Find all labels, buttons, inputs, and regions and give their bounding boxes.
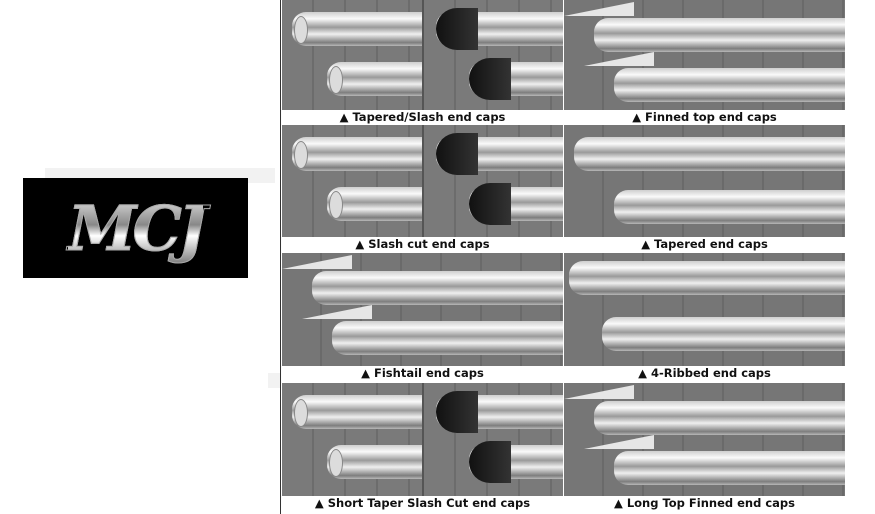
exhaust-pipe: [332, 321, 563, 355]
pipe-opening: [294, 16, 308, 44]
photo-right: [424, 383, 563, 496]
exhaust-pipe: [436, 391, 563, 433]
pipe-opening: [329, 191, 343, 219]
end-cap-caption: ▲ Tapered end caps: [564, 237, 845, 252]
end-cap-caption: ▲ Finned top end caps: [564, 110, 845, 125]
photo-left: [282, 383, 424, 496]
exhaust-pipe: [292, 12, 422, 46]
fin: [584, 435, 654, 449]
exhaust-pipe: [602, 317, 845, 351]
fin: [564, 385, 634, 399]
end-cap-caption: ▲ Tapered/Slash end caps: [282, 110, 563, 125]
end-cap-caption: ▲ Fishtail end caps: [282, 366, 563, 381]
exhaust-pipe: [574, 137, 845, 171]
exhaust-pipe: [292, 395, 422, 429]
end-cap-photo: [282, 125, 563, 237]
exhaust-pipe: [614, 190, 845, 224]
end-cap-photo: [564, 253, 845, 366]
exhaust-pipe: [594, 18, 845, 52]
mcj-logo: MCJ: [23, 178, 248, 278]
exhaust-pipe: [614, 68, 845, 102]
end-cap-photo: [564, 0, 845, 110]
end-cap-photo: [564, 125, 845, 237]
exhaust-pipe: [469, 183, 563, 225]
exhaust-pipe: [327, 445, 422, 479]
end-cap-photo: [282, 253, 563, 366]
exhaust-pipe: [327, 187, 422, 221]
end-cap-caption: ▲ Slash cut end caps: [282, 237, 563, 252]
pipe-opening: [329, 66, 343, 94]
exhaust-pipe: [614, 451, 845, 485]
end-caps-gallery: ▲ Tapered/Slash end caps▲ Finned top end…: [280, 0, 845, 514]
photo-left: [282, 125, 424, 237]
image-shadow: [268, 373, 280, 388]
fin: [282, 255, 352, 269]
pipe-opening: [294, 141, 308, 169]
photo-left: [282, 0, 424, 110]
exhaust-pipe: [327, 62, 422, 96]
photo-right: [424, 0, 563, 110]
end-cap-caption: ▲ Long Top Finned end caps: [564, 496, 845, 511]
exhaust-pipe: [292, 137, 422, 171]
end-cap-photo: [282, 0, 563, 110]
fin: [584, 52, 654, 66]
fin: [564, 2, 634, 16]
pipe-opening: [294, 399, 308, 427]
exhaust-pipe: [436, 133, 563, 175]
photo-right: [424, 125, 563, 237]
exhaust-pipe: [569, 261, 845, 295]
end-cap-caption: ▲ Short Taper Slash Cut end caps: [282, 496, 563, 511]
end-cap-caption: ▲ 4-Ribbed end caps: [564, 366, 845, 381]
end-cap-photo: [564, 383, 845, 496]
end-cap-photo: [282, 383, 563, 496]
fin: [302, 305, 372, 319]
exhaust-pipe: [469, 441, 563, 483]
exhaust-pipe: [312, 271, 563, 305]
exhaust-pipe: [594, 401, 845, 435]
exhaust-pipe: [469, 58, 563, 100]
pipe-opening: [329, 449, 343, 477]
exhaust-pipe: [436, 8, 563, 50]
